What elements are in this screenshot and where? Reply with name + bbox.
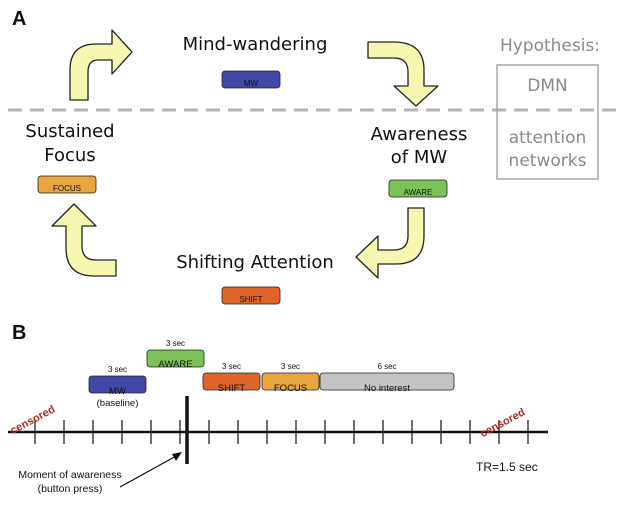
timeline-ticks: [34, 420, 529, 444]
shift-block-label: SHIFT: [217, 383, 246, 394]
state-shifting-attention: Shifting Attention: [176, 252, 334, 273]
hypothesis-box: [496, 64, 599, 180]
panel-b-label: B: [12, 322, 27, 344]
state-awareness-line2: of MW: [390, 147, 448, 168]
aware-duration: 3 sec: [165, 339, 186, 348]
shift-tag-label: SHIFT: [239, 295, 263, 304]
moment-of-awareness-line2: (button press): [37, 483, 103, 495]
hypothesis-dmn: DMN: [527, 76, 568, 96]
state-mind-wandering: Mind-wandering: [182, 34, 328, 55]
arrow-mw-to-aware: [367, 41, 439, 107]
focus-tag-label: FOCUS: [53, 184, 81, 193]
state-awareness-line1: Awareness: [370, 124, 468, 145]
state-sustained-line2: Focus: [44, 145, 96, 166]
aware-block-label: AWARE: [158, 359, 193, 370]
mw-block-label: MW: [109, 386, 126, 397]
hypothesis-attention-line2: networks: [508, 151, 587, 171]
tr-label: TR=1.5 sec: [476, 460, 538, 474]
focus-tag-shape: [37, 175, 97, 194]
no-interest-block-label: No interest: [364, 383, 410, 394]
moment-of-awareness-line1: Moment of awareness: [18, 469, 122, 481]
mw-duration: 3 sec: [107, 365, 128, 374]
hypothesis-attention-line1: attention: [508, 128, 587, 148]
no-interest-duration: 6 sec: [377, 362, 397, 371]
shift-block: [202, 372, 261, 391]
focus-duration: 3 sec: [280, 362, 301, 371]
aware-block: [146, 349, 205, 368]
awareness-pointer-line: [119, 454, 179, 488]
focus-block-label: FOCUS: [273, 383, 308, 394]
arrow-aware-to-shift: [355, 207, 425, 279]
panel-a-label: A: [12, 8, 27, 30]
arrow-focus-to-mw: [69, 29, 133, 101]
mw-block-sub: (baseline): [96, 398, 139, 409]
shift-duration: 3 sec: [221, 362, 242, 371]
awareness-pointer-head: [172, 452, 182, 461]
no-interest-block: [319, 372, 455, 391]
mw-tag-label: MW: [243, 79, 259, 88]
focus-block: [261, 372, 320, 391]
hypothesis-title: Hypothesis:: [499, 36, 601, 56]
aware-tag-label: AWARE: [403, 188, 433, 197]
aware-tag-shape: [388, 179, 448, 198]
state-sustained-line1: Sustained: [25, 121, 115, 142]
arrow-shift-to-focus: [51, 203, 117, 277]
shift-tag-shape: [221, 286, 281, 305]
mw-tag-shape: [221, 70, 281, 89]
mw-block: [88, 375, 147, 394]
